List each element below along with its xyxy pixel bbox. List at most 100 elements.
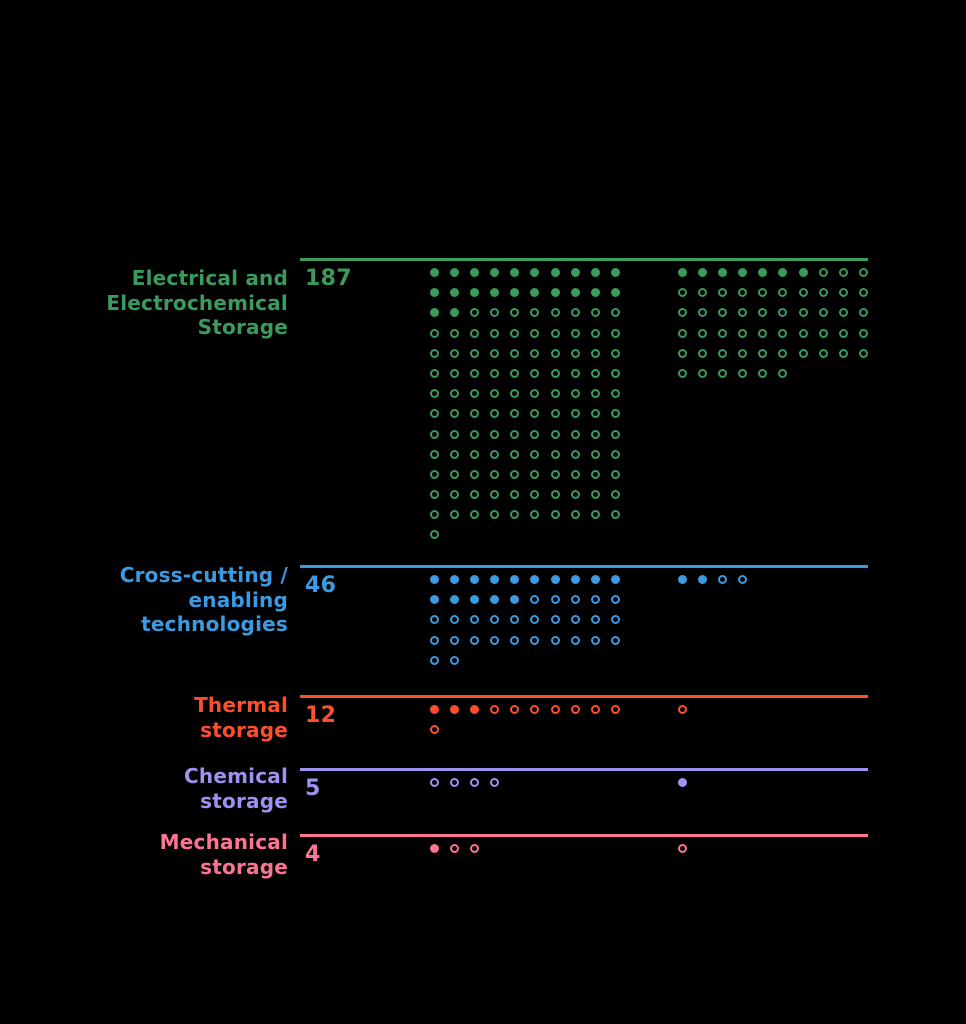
dot-filled <box>490 575 500 584</box>
dot-hollow <box>510 409 520 419</box>
dot-hollow <box>550 510 560 520</box>
dot-hollow <box>590 389 600 399</box>
dot-hollow <box>590 705 600 714</box>
category-count-electrical-and-electrochemical-storage: 187 <box>305 266 352 291</box>
dot-hollow <box>550 449 560 459</box>
dot-hollow <box>698 368 708 378</box>
category-count-chemical-storage: 5 <box>305 776 321 801</box>
dot-filled <box>430 268 439 277</box>
dot-hollow <box>610 705 620 714</box>
dot-filled <box>678 575 687 584</box>
dot-hollow <box>758 348 768 358</box>
dot-hollow <box>718 288 728 298</box>
dot-row <box>430 844 490 864</box>
dot-filled <box>470 595 480 605</box>
dot-row <box>430 409 631 429</box>
dot-filled <box>430 308 439 318</box>
dot-hollow <box>818 328 828 338</box>
dot-hollow <box>590 328 600 338</box>
dot-hollow <box>570 328 580 338</box>
dot-filled <box>798 268 808 277</box>
dot-filled <box>678 268 687 277</box>
dot-panel-right-cross-cutting-enabling-technologies <box>678 575 758 595</box>
dot-hollow <box>490 308 500 318</box>
dot-hollow <box>530 389 540 399</box>
dot-hollow <box>590 469 600 479</box>
dot-hollow <box>570 490 580 500</box>
dot-filled <box>738 268 748 277</box>
dot-row <box>430 389 631 409</box>
dot-hollow <box>550 348 560 358</box>
category-count-cross-cutting-enabling-technologies: 46 <box>305 573 337 598</box>
dot-hollow <box>610 328 620 338</box>
dot-hollow <box>570 510 580 520</box>
dot-filled <box>430 288 439 298</box>
dot-filled <box>430 844 439 853</box>
dot-row <box>430 368 631 389</box>
dot-hollow <box>490 510 500 520</box>
dot-row <box>678 328 879 349</box>
dot-hollow <box>510 348 520 358</box>
dot-filled <box>610 268 620 277</box>
dot-hollow <box>430 635 439 645</box>
dot-filled <box>450 595 460 605</box>
dot-hollow <box>450 635 460 645</box>
dot-hollow <box>738 348 748 358</box>
dot-hollow <box>678 328 687 338</box>
dot-hollow <box>470 409 480 419</box>
dot-hollow <box>550 635 560 645</box>
dot-filled <box>610 288 620 298</box>
dot-hollow <box>738 308 748 318</box>
dot-filled <box>678 778 687 787</box>
dot-hollow <box>590 348 600 358</box>
dot-hollow <box>490 449 500 459</box>
dot-filled <box>570 288 580 298</box>
dot-hollow <box>738 575 748 584</box>
dot-hollow <box>590 510 600 520</box>
category-label-electrical-and-electrochemical-storage: Electrical and Electrochemical Storage <box>106 266 288 339</box>
dot-hollow <box>430 615 439 625</box>
dot-filled <box>490 288 500 298</box>
dot-row <box>430 778 510 798</box>
dot-hollow <box>550 469 560 479</box>
dot-hollow <box>530 705 540 714</box>
dot-hollow <box>610 389 620 399</box>
dot-hollow <box>510 328 520 338</box>
dot-hollow <box>530 510 540 520</box>
dot-hollow <box>490 469 500 479</box>
dot-hollow <box>778 348 788 358</box>
dot-hollow <box>678 368 687 378</box>
category-rule-electrical-and-electrochemical-storage <box>300 258 868 261</box>
dot-hollow <box>530 328 540 338</box>
dot-row <box>430 510 631 530</box>
dot-row <box>430 328 631 349</box>
dot-hollow <box>838 308 848 318</box>
dot-hollow <box>550 490 560 500</box>
dot-hollow <box>758 308 768 318</box>
dot-hollow <box>610 308 620 318</box>
dot-hollow <box>838 348 848 358</box>
dot-filled <box>470 575 480 584</box>
dot-hollow <box>838 328 848 338</box>
dot-hollow <box>430 449 439 459</box>
category-label-mechanical-storage: Mechanical storage <box>159 830 288 879</box>
dot-row <box>430 705 631 725</box>
dot-filled <box>450 288 460 298</box>
dot-hollow <box>610 449 620 459</box>
dot-hollow <box>590 449 600 459</box>
dot-hollow <box>718 575 728 584</box>
dot-hollow <box>758 368 768 378</box>
dot-row <box>430 490 631 510</box>
dot-row <box>678 368 879 389</box>
dot-hollow <box>698 288 708 298</box>
dot-hollow <box>798 308 808 318</box>
dot-hollow <box>510 490 520 500</box>
dot-hollow <box>510 368 520 378</box>
dot-hollow <box>470 389 480 399</box>
dot-row <box>678 268 879 288</box>
dot-hollow <box>530 308 540 318</box>
dot-panel-right-mechanical-storage <box>678 844 698 864</box>
dot-hollow <box>858 348 868 358</box>
dot-hollow <box>838 288 848 298</box>
dot-row <box>430 615 631 635</box>
